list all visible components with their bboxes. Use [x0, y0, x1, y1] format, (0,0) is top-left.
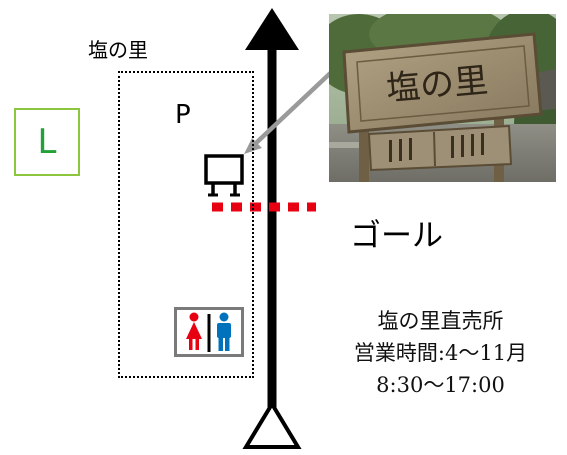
restroom-icon — [174, 307, 244, 357]
male-figure-icon — [217, 312, 231, 351]
start-triangle-icon — [242, 400, 302, 449]
course-marker-letter: L — [37, 122, 57, 162]
goal-label: ゴール — [350, 218, 443, 254]
shop-hours-season: 営業時間:4〜11月 — [353, 341, 528, 365]
area-name-label: 塩の里 — [88, 38, 148, 62]
shop-info: 塩の里直売所 営業時間:4〜11月 8:30〜17:00 — [318, 305, 563, 401]
course-marker-badge: L — [14, 108, 80, 176]
signboard-photo: 塩の里 — [329, 14, 556, 182]
up-arrow-icon — [245, 8, 299, 50]
photo-sign-text: 塩の里 — [385, 61, 490, 110]
parking-area — [118, 71, 254, 378]
shop-name: 塩の里直売所 — [377, 309, 504, 333]
photo-pointer-arrow — [244, 62, 342, 154]
parking-label: P — [175, 100, 191, 130]
shop-hours-time: 8:30〜17:00 — [376, 373, 505, 397]
female-figure-icon — [186, 312, 202, 350]
signboard-icon — [204, 154, 244, 197]
